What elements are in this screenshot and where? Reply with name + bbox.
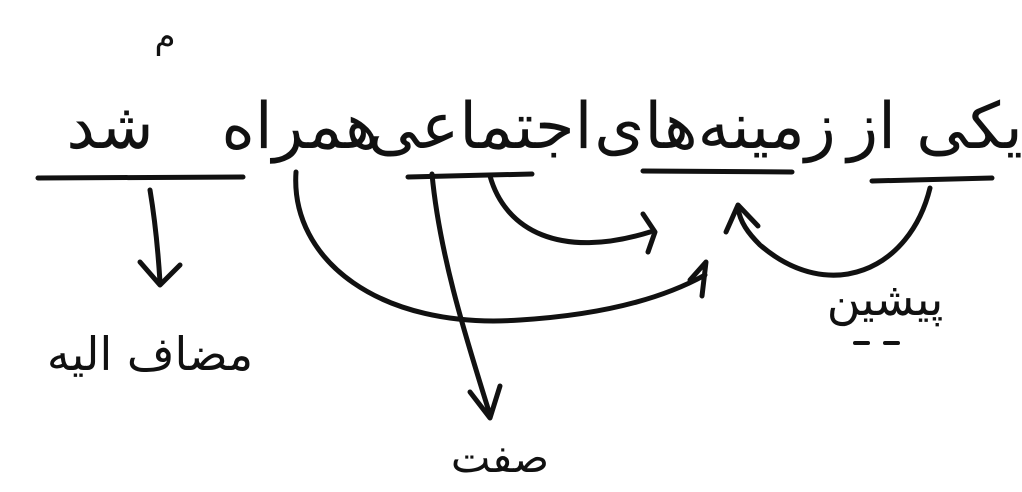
underline-yeki-az	[869, 175, 995, 184]
arrowhead-pishin	[723, 202, 761, 235]
stress-mark: م	[154, 17, 175, 57]
word-hamrah: همراه	[221, 90, 378, 164]
arrow-sefat	[429, 171, 503, 421]
label-sefat: صفت	[451, 433, 549, 482]
arrow-ejtemai-to-zamineh	[487, 173, 658, 255]
word-shod: شد	[66, 90, 153, 164]
underlines	[35, 168, 995, 184]
underline-zamineh	[640, 168, 795, 175]
arrow-pishin	[723, 185, 933, 278]
arrow-hamrah-to-zamineh	[293, 169, 709, 324]
arrowhead-mozaf	[137, 259, 183, 288]
sentence: یکی از زمینه‌های اجتماعی همراه شد م	[66, 17, 1022, 164]
curve-hamrah-zamineh	[293, 169, 708, 324]
labels: پیشین صفت مضاف الیه	[47, 272, 943, 482]
underline-ejtemai	[405, 171, 535, 180]
arrow-mozaf	[137, 187, 183, 288]
arrowhead-sefat	[467, 383, 503, 421]
label-pishin: پیشین	[827, 272, 944, 327]
word-zamineh-haye: زمینه‌های	[594, 90, 835, 164]
arrowhead-hamrah-zamineh	[687, 259, 709, 299]
arrowhead-ejtemai-zamineh	[640, 211, 658, 255]
word-yeki-az: یکی از	[844, 90, 1022, 164]
label-mozaf-elayh: مضاف الیه	[47, 327, 253, 381]
line-mozaf	[147, 187, 163, 285]
word-ejtemai: اجتماعی	[368, 90, 593, 164]
line-sefat	[429, 171, 493, 418]
curve-ejtemai-zamineh	[487, 173, 653, 246]
underline-shod	[35, 174, 246, 181]
curve-pishin	[735, 185, 933, 278]
